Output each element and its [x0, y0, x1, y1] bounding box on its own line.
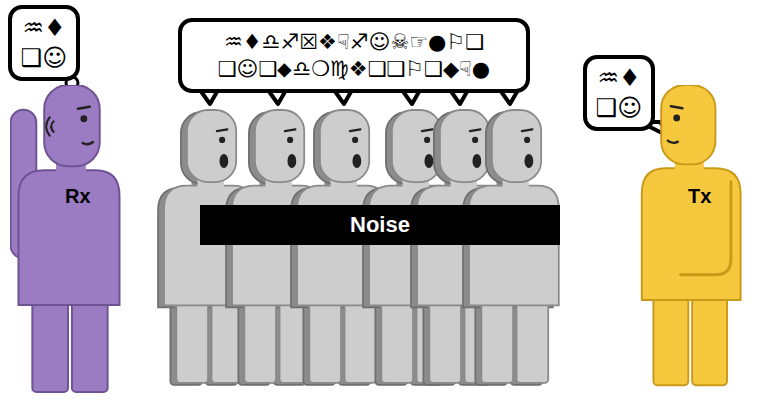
eyebrow — [522, 129, 533, 131]
eyebrow — [470, 129, 481, 131]
head — [44, 85, 99, 166]
figure — [11, 85, 120, 392]
symbol-line: ♒♦ — [22, 13, 65, 43]
mouth — [472, 154, 481, 168]
person-label: Tx — [688, 185, 711, 208]
mouth — [287, 154, 296, 168]
symbol-text: ♒♦♎♐☒❖☟♐☺☠☞●⚐❑ ❑☺❑⬥♎❍♍❖❑❑⚐❑◆☟● — [217, 29, 492, 82]
noise-speech-bubble: ♒♦♎♐☒❖☟♐☺☠☞●⚐❑ ❑☺❑⬥♎❍♍❖❑❑⚐❑◆☟● — [178, 18, 530, 93]
symbol-line: ♒♦ — [597, 63, 640, 93]
eye — [424, 137, 430, 143]
ear — [46, 117, 54, 137]
speech-bubble: ♒♦ ❑☺ — [583, 55, 655, 131]
mouth — [219, 154, 228, 168]
eyebrow — [350, 129, 361, 131]
mouth — [524, 154, 533, 168]
head — [320, 110, 369, 182]
eyebrow — [671, 106, 683, 108]
eye — [352, 137, 358, 143]
head — [187, 110, 236, 182]
arm-line — [681, 182, 731, 275]
symbol-text: ♒♦ ❑☺ — [595, 63, 644, 123]
eyebrow — [78, 107, 90, 109]
eye — [673, 115, 680, 122]
receiver-person: Rx — [10, 85, 125, 397]
figure — [642, 85, 741, 385]
person-figure — [10, 85, 125, 397]
crowd-person — [469, 110, 559, 383]
torso — [642, 168, 741, 300]
symbol-text: ♒♦ ❑☺ — [20, 13, 69, 73]
eye — [287, 137, 293, 143]
eye — [472, 137, 478, 143]
person-label: Rx — [65, 185, 91, 208]
mouth — [424, 154, 433, 168]
head — [661, 85, 715, 164]
eyebrow — [217, 129, 228, 131]
symbol-line: ♒♦♎♐☒❖☟♐☺☠☞●⚐❑ — [224, 29, 484, 55]
torso — [469, 186, 559, 306]
head — [255, 110, 304, 182]
band-label: Noise — [350, 212, 410, 238]
noise-band: Noise — [200, 205, 560, 245]
person-group — [11, 85, 120, 392]
symbol-line: ❑☺❑⬥♎❍♍❖❑❑⚐❑◆☟● — [218, 56, 490, 82]
mouth — [82, 141, 94, 144]
mouth — [667, 140, 679, 143]
eye — [80, 115, 87, 122]
head — [440, 110, 489, 182]
symbol-line: ❑☺ — [596, 93, 643, 123]
thought-bubble: ♒♦ ❑☺ — [8, 5, 80, 81]
figure — [469, 110, 559, 383]
head — [492, 110, 541, 182]
torso — [18, 170, 119, 305]
transmitter-person: Tx — [640, 85, 755, 390]
eye — [524, 137, 530, 143]
eyebrow — [422, 129, 433, 131]
eye — [219, 137, 225, 143]
person-figure — [640, 85, 755, 390]
symbol-line: ❑☺ — [21, 43, 68, 73]
eyebrow — [285, 129, 296, 131]
mouth — [352, 154, 361, 168]
person-group — [642, 85, 741, 385]
